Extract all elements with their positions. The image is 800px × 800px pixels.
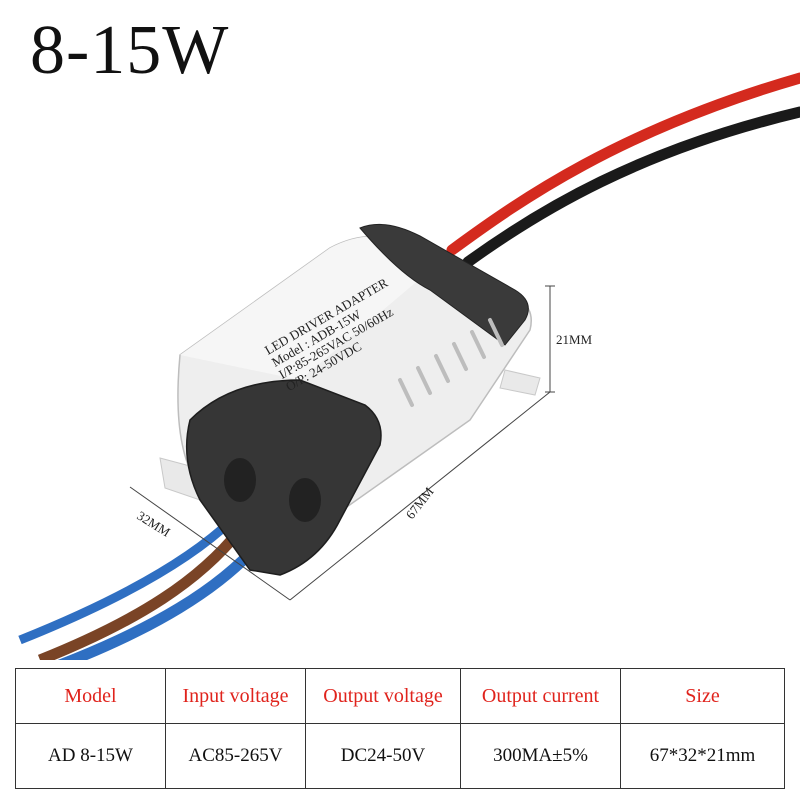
spec-table-value-row: AD 8-15W AC85-265V DC24-50V 300MA±5% 67*… [15,723,785,789]
header-output-voltage: Output voltage [305,668,461,724]
brown-cable [37,526,245,660]
value-output-current: 300MA±5% [460,723,621,789]
header-input-voltage: Input voltage [165,668,306,724]
length-dimension: 67MM [403,484,437,522]
value-input-voltage: AC85-265V [165,723,306,789]
front-cap [185,379,382,576]
rear-cap [359,223,529,346]
product-photo: LED DRIVER ADAPTER Model : ADB-15W I/P:8… [18,72,800,660]
width-dimension: 32MM [134,508,173,540]
header-output-current: Output current [460,668,621,724]
spec-table-header-row: Model Input voltage Output voltage Outpu… [15,668,785,724]
red-cable [446,72,800,256]
value-output-voltage: DC24-50V [305,723,461,789]
value-size: 67*32*21mm [620,723,785,789]
spec-table: Model Input voltage Output voltage Outpu… [15,668,785,789]
product-title: 8-15W [30,12,230,89]
value-model: AD 8-15W [15,723,166,789]
header-model: Model [15,668,166,724]
black-cable [462,106,800,268]
header-size: Size [620,668,785,724]
height-dimension: 21MM [556,332,593,347]
